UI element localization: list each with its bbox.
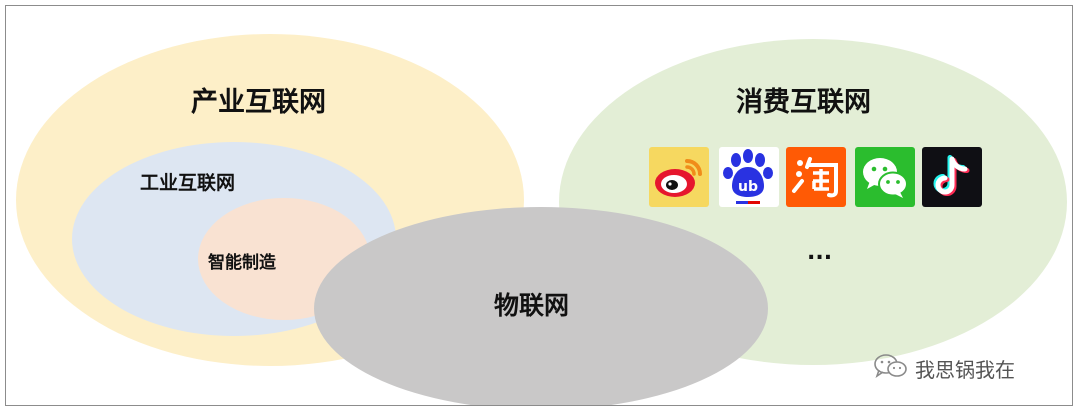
industrial-iot-label: 工业互联网: [140, 172, 236, 194]
taobao-icon: [786, 147, 846, 207]
smart-manufacturing-label: 智能制造: [208, 253, 276, 273]
ellipsis-text: ...: [807, 240, 833, 265]
watermark-text: 我思锅我在: [915, 357, 1015, 382]
watermark: 我思锅我在: [873, 353, 1015, 383]
consumer-internet-label: 消费互联网: [736, 87, 871, 118]
tiktok-icon: [922, 147, 982, 207]
weibo-icon: [649, 147, 709, 207]
diagram-frame: 产业互联网 消费互联网 工业互联网 智能制造 物联网 ... ub: [5, 5, 1073, 406]
baidu-icon: ub: [719, 147, 779, 207]
svg-text:ub: ub: [738, 179, 758, 195]
iot-label: 物联网: [494, 291, 570, 320]
industrial-internet-label: 产业互联网: [191, 87, 326, 118]
wechat-outline-icon: [873, 353, 909, 383]
iot-ellipse: [314, 207, 768, 405]
wechat-icon: [855, 147, 915, 207]
